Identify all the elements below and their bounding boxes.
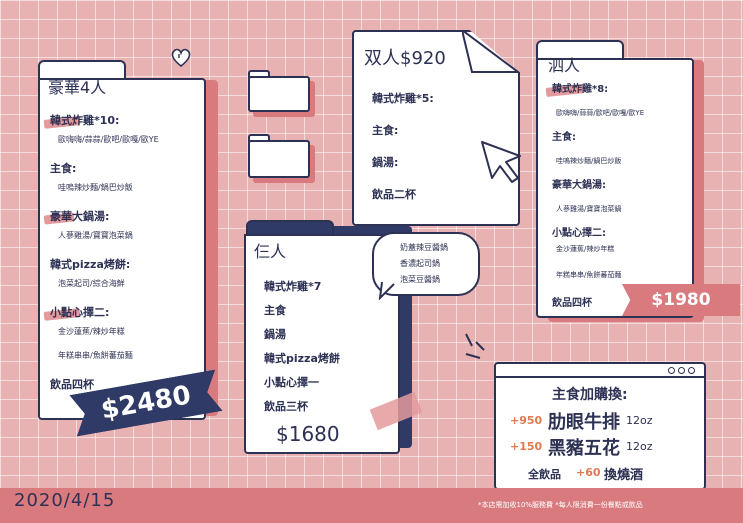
card-four-note: 泡菜起司/綜合海鮮 bbox=[58, 279, 125, 288]
addon-plus: +950 bbox=[510, 414, 543, 427]
addon-title: 主食加購換: bbox=[552, 387, 628, 403]
card-four-b-title: 泗人 bbox=[548, 56, 581, 75]
card-three-item: 飲品三杯 bbox=[264, 400, 308, 413]
addon-name: 肋眼牛排 bbox=[548, 412, 620, 433]
card-four-b-price: $1980 bbox=[622, 284, 740, 316]
card-three-price: $1680 bbox=[276, 422, 340, 446]
card-four-b-note: 年糕串串/魚餅蕃茄麵 bbox=[556, 271, 622, 279]
window-dot-icon bbox=[678, 367, 685, 374]
window-dot-icon bbox=[668, 367, 675, 374]
card-four-b-note: 哇嗚辣炒麵/鍋巴炒飯 bbox=[556, 157, 622, 165]
addon-size: 12oz bbox=[626, 414, 653, 427]
addon-name: 換燒酒 bbox=[604, 468, 644, 483]
card-four-b-item: 小點心擇二: bbox=[552, 228, 606, 239]
card-four-b-note: 歐嗨嗨/蒜蒜/歐吧/歐嘎/歐YE bbox=[556, 109, 645, 117]
card-three-item: 韓式炸雞*7 bbox=[264, 280, 322, 293]
addon-plus: +60 bbox=[576, 466, 601, 479]
card-four-note: 人蔘雞湯/寶寶泡菜鍋 bbox=[58, 231, 133, 240]
bubble-line: 香濃起司鍋 bbox=[400, 259, 440, 268]
card-four-b-tab bbox=[536, 40, 624, 62]
addon-name: 黑豬五花 bbox=[548, 438, 620, 459]
bubble-line: 泡菜豆醬鍋 bbox=[400, 275, 440, 284]
card-three-item: 主食 bbox=[264, 304, 286, 317]
card-four-title: 豪華4人 bbox=[48, 78, 107, 97]
heart-icon bbox=[168, 44, 194, 70]
card-four-item: 韓式pizza烤餅: bbox=[50, 258, 131, 271]
cursor-arrow-icon bbox=[478, 138, 528, 188]
footer-bar bbox=[0, 488, 743, 523]
card-two-item: 主食: bbox=[372, 124, 399, 137]
folded-corner bbox=[460, 27, 521, 74]
card-four-b-item: 韓式炸雞*8: bbox=[552, 84, 609, 95]
card-two-item: 韓式炸雞*5: bbox=[372, 92, 434, 105]
card-two-item: 飲品二杯 bbox=[372, 188, 416, 201]
card-four-b-note: 人蔘雞湯/寶寶泡菜鍋 bbox=[556, 205, 622, 213]
card-four-b-item: 主食: bbox=[552, 132, 576, 143]
card-four-note: 歐嗨嗨/蒜蒜/歐吧/歐嘎/歐YE bbox=[58, 135, 159, 144]
spark-decoration bbox=[462, 330, 492, 366]
footer-date: 2020/4/15 bbox=[14, 490, 116, 511]
addon-titlebar bbox=[496, 364, 704, 378]
folder-icon bbox=[248, 70, 315, 117]
card-four-tab bbox=[38, 60, 126, 82]
card-two-title: 双人$920 bbox=[364, 48, 446, 69]
bubble-line: 奶蓋辣豆醬鍋 bbox=[400, 243, 448, 252]
card-four-note: 哇嗚辣炒麵/鍋巴炒飯 bbox=[58, 183, 133, 192]
speech-bubble-tail bbox=[378, 281, 398, 301]
folder-icon bbox=[248, 134, 315, 183]
addon-plus: +150 bbox=[510, 440, 543, 453]
card-three-item: 韓式pizza烤餅 bbox=[264, 352, 340, 365]
card-four-note: 金沙蓮蕉/辣炒年糕 bbox=[58, 327, 125, 336]
card-four-b-item: 飲品四杯 bbox=[552, 298, 592, 309]
card-three-item: 小點心擇一 bbox=[264, 376, 319, 389]
window-dot-icon bbox=[688, 367, 695, 374]
card-four-b-item: 豪華大鍋湯: bbox=[552, 180, 606, 191]
addon-window bbox=[494, 362, 706, 490]
card-three-title: 仨人 bbox=[254, 242, 287, 261]
card-four-b bbox=[536, 58, 694, 318]
card-four-item: 主食: bbox=[50, 162, 77, 175]
card-four-item: 小點心擇二: bbox=[50, 306, 110, 319]
card-four-note: 年糕串串/魚餅蕃茄麵 bbox=[58, 351, 133, 360]
addon-prefix: 全飲品 bbox=[528, 468, 561, 481]
footer-note: *本店需加收10%服務費 *每人限消費一份餐點或飲品 bbox=[478, 501, 643, 509]
card-three-item: 鍋湯 bbox=[264, 328, 286, 341]
card-four-b-note: 金沙蓮蕉/辣炒年糕 bbox=[556, 245, 615, 253]
card-four-item: 韓式炸雞*10: bbox=[50, 114, 120, 127]
card-four bbox=[38, 78, 206, 420]
card-two-item: 鍋湯: bbox=[372, 156, 399, 169]
addon-size: 12oz bbox=[626, 440, 653, 453]
card-four-item: 豪華大鍋湯: bbox=[50, 210, 110, 223]
card-four-item: 飲品四杯 bbox=[50, 378, 94, 391]
